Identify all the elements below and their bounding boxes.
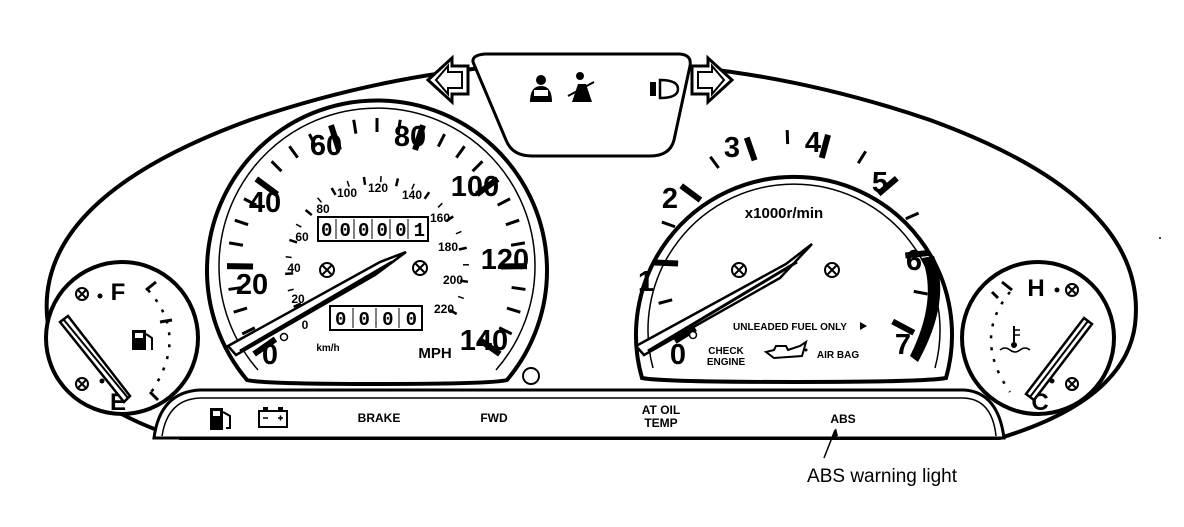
kmh-label-0: 0: [302, 318, 309, 332]
rpm-tick: [654, 262, 678, 263]
mph-label-60: 60: [310, 130, 342, 162]
temp-gauge-screw-top: [1066, 284, 1078, 296]
rpm-tick: [710, 157, 718, 168]
kmh-label-100: 100: [337, 186, 357, 200]
at-oil-temp-line1: AT OIL: [642, 403, 680, 417]
fuel-full-label: F: [111, 279, 126, 306]
kmh-label-40: 40: [287, 261, 301, 275]
tachometer-screw-right: [825, 263, 839, 277]
kmh-label-60: 60: [295, 230, 309, 244]
tripmeter-display: 0000: [330, 306, 422, 331]
temp-hot-label: H: [1027, 275, 1044, 302]
tachometer-screw-left: [732, 263, 746, 277]
mph-tick: [512, 287, 526, 289]
fwd-indicator-label: FWD: [480, 411, 508, 425]
abs-callout-label: ABS warning light: [807, 466, 958, 487]
speedometer-screw-left: [320, 263, 334, 277]
temp-gauge-screw-bottom: [1066, 378, 1078, 390]
check-engine-line2: ENGINE: [707, 357, 746, 368]
kmh-unit: km/h: [316, 343, 339, 354]
turn-left-arrow-icon: [428, 58, 468, 102]
tachometer-unit: x1000r/min: [745, 205, 823, 222]
indicator-pod: [473, 54, 690, 156]
kmh-label-80: 80: [316, 202, 330, 216]
rpm-tick: [662, 222, 675, 227]
abs-warning-label: ABS: [830, 412, 855, 426]
air-bag-label: AIR BAG: [817, 350, 859, 361]
kmh-tick: [396, 178, 398, 186]
mph-unit: MPH: [418, 345, 451, 362]
kmh-label-200: 200: [443, 273, 463, 287]
rpm-label-5: 5: [872, 167, 888, 199]
mph-label-140: 140: [460, 325, 508, 357]
rpm-tick: [747, 138, 755, 161]
rpm-label-6: 6: [906, 245, 922, 277]
brake-warning-label: BRAKE: [358, 411, 401, 425]
rpm-label-7: 7: [895, 329, 911, 361]
odometer-display: 000001: [318, 217, 428, 242]
mph-label-80: 80: [394, 121, 426, 153]
trip-reset-knob[interactable]: [523, 368, 539, 384]
rpm-label-3: 3: [724, 132, 740, 164]
fuel-gauge-screw-top: [76, 288, 88, 300]
kmh-label-180: 180: [438, 240, 458, 254]
kmh-label-140: 140: [402, 188, 422, 202]
high-beam-icon: [650, 80, 678, 98]
kmh-tick: [286, 257, 292, 258]
fuel-gauge-screw-bottom: [76, 378, 88, 390]
at-oil-temp-line2: TEMP: [644, 416, 677, 430]
rpm-label-2: 2: [662, 183, 678, 215]
rpm-tick: [681, 186, 700, 200]
rpm-label-0: 0: [670, 339, 686, 371]
kmh-label-160: 160: [430, 211, 450, 225]
rpm-label-4: 4: [805, 127, 821, 159]
rpm-tick: [858, 151, 865, 163]
rpm-tick: [822, 135, 828, 158]
kmh-label-220: 220: [434, 302, 454, 316]
mph-label-20: 20: [236, 269, 268, 301]
battery-icon: [259, 407, 287, 427]
mph-label-40: 40: [249, 187, 281, 219]
rpm-label-1: 1: [638, 266, 654, 298]
mph-label-100: 100: [451, 171, 499, 203]
mph-label-0: 0: [262, 339, 278, 371]
rpm-tick: [906, 213, 919, 219]
check-engine-line1: CHECK: [708, 346, 744, 357]
mph-label-120: 120: [481, 244, 529, 276]
unleaded-fuel-note: UNLEADED FUEL ONLY: [733, 322, 847, 333]
speedometer-screw-right: [413, 261, 427, 275]
kmh-label-120: 120: [368, 181, 388, 195]
turn-right-arrow-icon: [692, 58, 732, 102]
kmh-tick: [459, 248, 467, 250]
kmh-tick: [364, 177, 365, 185]
